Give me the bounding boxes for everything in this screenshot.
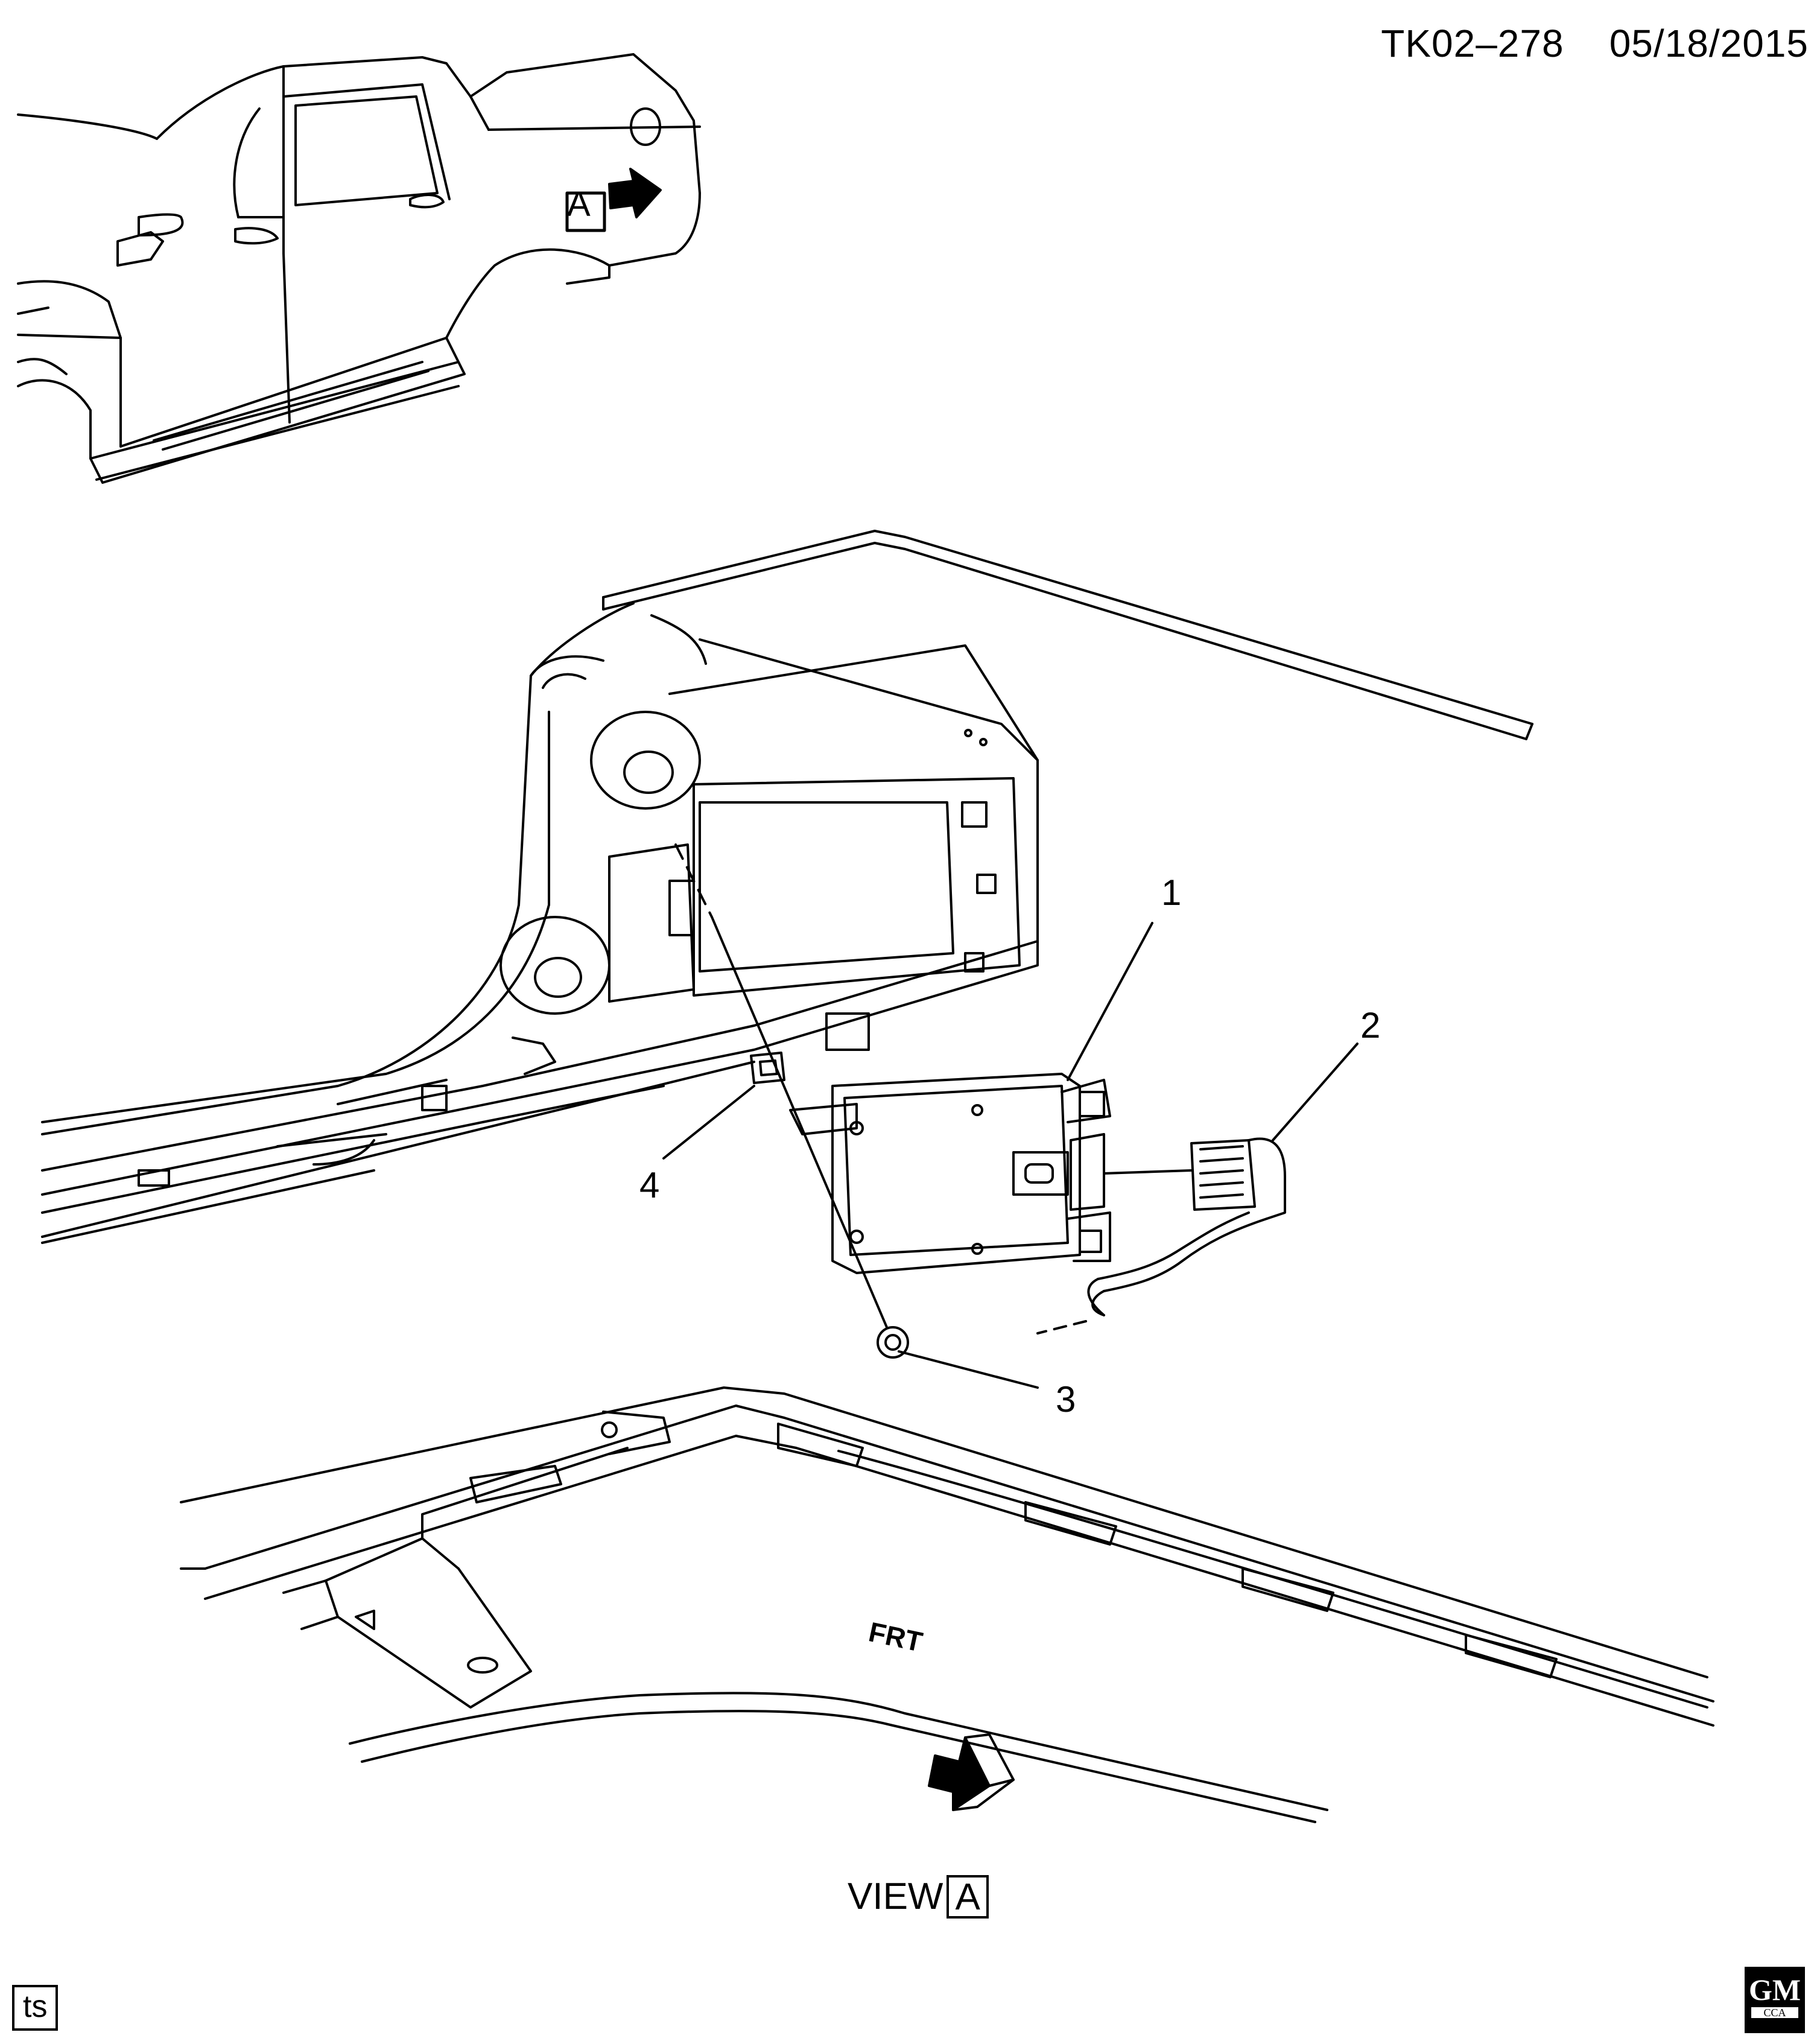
body-section xyxy=(41,530,1533,1244)
harness-part2 xyxy=(1036,1137,1286,1335)
drawing-date: 05/18/2015 xyxy=(1609,22,1809,65)
frame-rail xyxy=(180,1386,1714,1823)
callout-3: 3 xyxy=(1056,1379,1076,1420)
fasteners xyxy=(750,1052,909,1359)
module-part1 xyxy=(789,1073,1193,1274)
corner-ts-label: ts xyxy=(12,1985,59,2031)
view-label-letter: A xyxy=(947,1875,989,1919)
gm-logo: GM CCA xyxy=(1745,1967,1805,2033)
view-label-text: VIEW xyxy=(848,1876,943,1917)
drawing-code: TK02–278 xyxy=(1381,22,1564,65)
vehicle-side-view xyxy=(17,53,701,484)
drawing-header: TK02–278 05/18/2015 xyxy=(1381,24,1809,63)
leader-lines xyxy=(662,843,1359,1389)
callout-4: 4 xyxy=(639,1165,660,1205)
view-label: VIEW A xyxy=(848,1875,989,1919)
callout-1: 1 xyxy=(1161,872,1182,913)
gm-logo-brand: GM xyxy=(1748,1973,1801,2007)
callout-2: 2 xyxy=(1360,1005,1381,1046)
view-arrow-letter: A xyxy=(567,185,591,224)
gm-logo-sub: CCA xyxy=(1751,2007,1798,2018)
